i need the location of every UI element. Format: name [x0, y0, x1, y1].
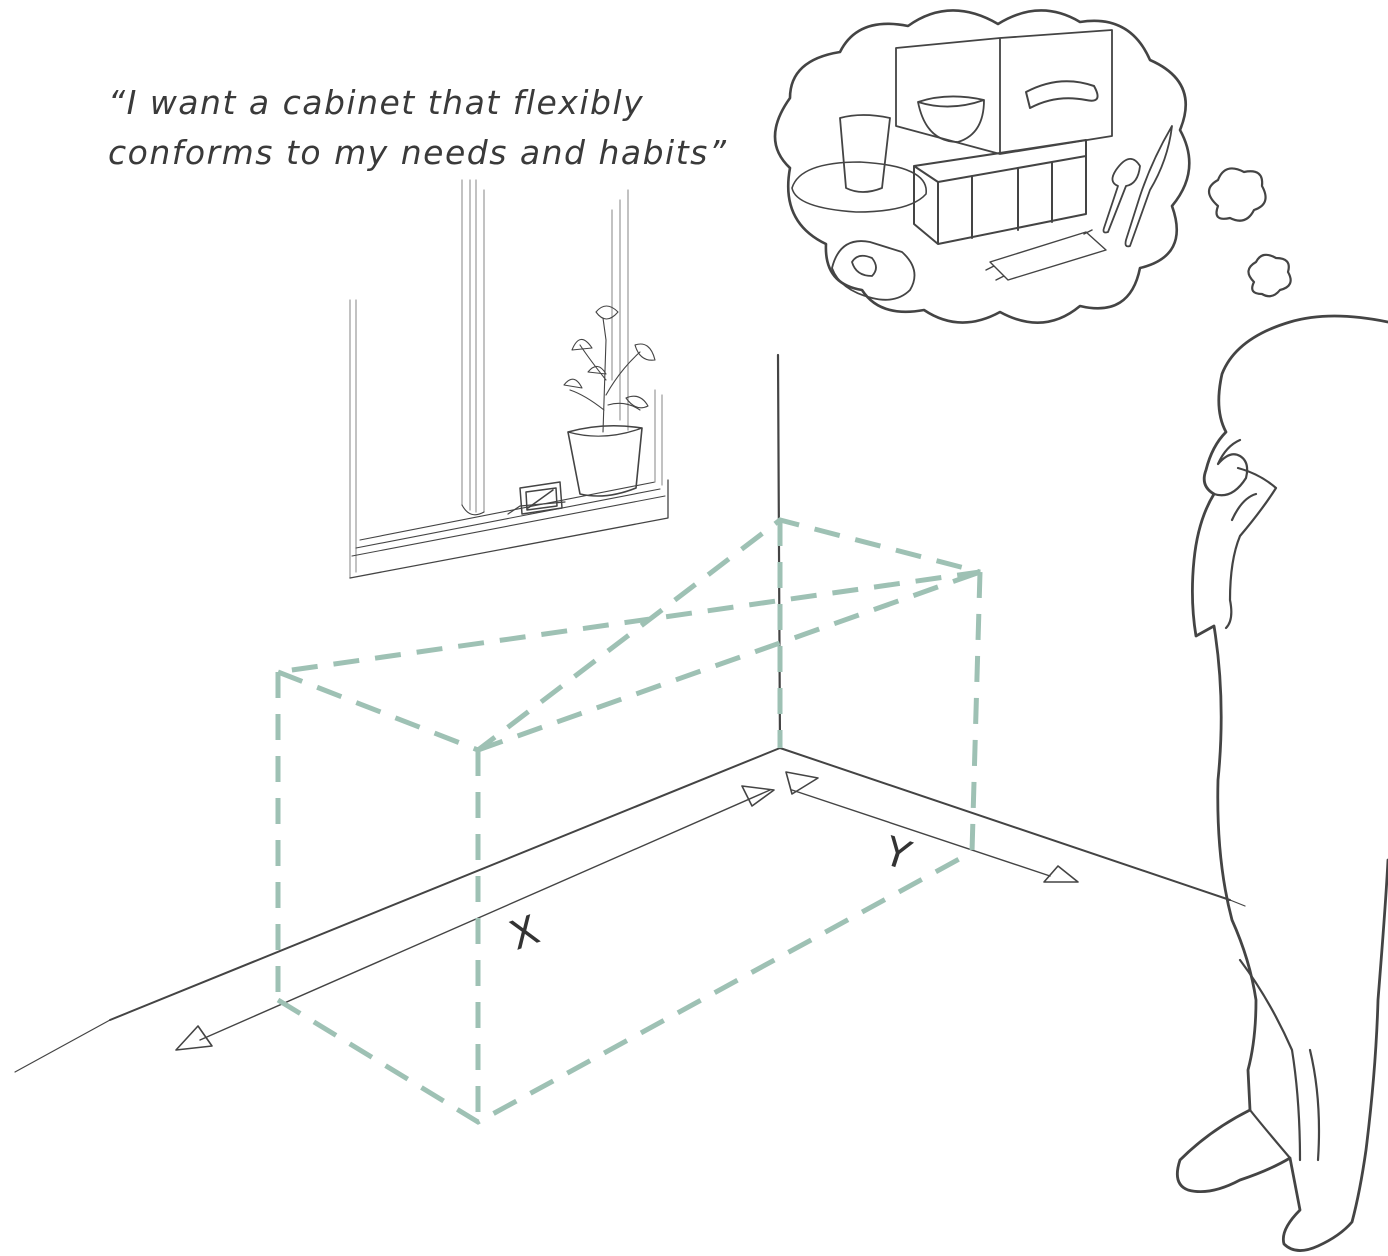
cabinet-outline — [278, 520, 980, 1122]
sideboard-icon — [914, 140, 1086, 244]
spoon-and-knife-icon — [1104, 126, 1173, 246]
person-silhouette — [1177, 316, 1388, 1251]
cabinet-door-handle-icon — [896, 30, 1112, 154]
y-dimension-arrow — [786, 772, 1078, 882]
y-label: Y — [878, 828, 917, 880]
room-corner — [15, 355, 1245, 1072]
thought-bubble — [775, 10, 1291, 322]
rug-icon — [986, 230, 1106, 280]
window — [350, 180, 668, 578]
quote-line-2: conforms to my needs and habits” — [108, 128, 768, 178]
quote-text: “I want a cabinet that flexibly conforms… — [108, 78, 768, 178]
plant-pot — [568, 426, 642, 496]
quote-line-1: “I want a cabinet that flexibly — [108, 78, 768, 128]
plant-leaves — [564, 306, 655, 432]
robot-vacuum-icon — [832, 241, 915, 300]
x-label: X — [504, 907, 545, 960]
